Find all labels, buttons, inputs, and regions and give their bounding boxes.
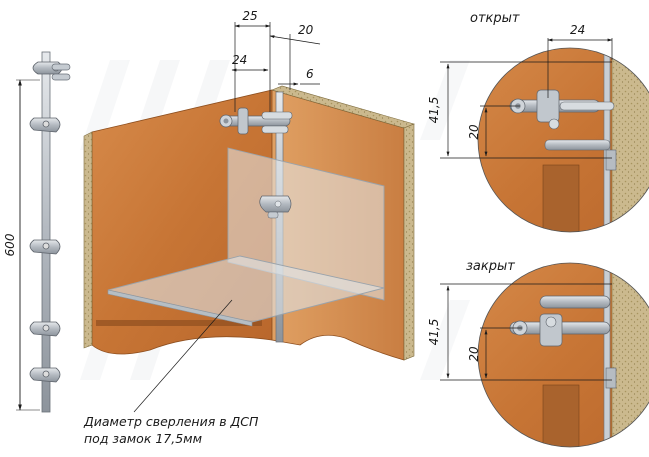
detail-closed: [477, 262, 649, 448]
caption-line-1: Диаметр сверления в ДСП: [83, 414, 259, 429]
rail-bar: [41, 51, 51, 413]
dim-25-label: 25: [242, 9, 257, 23]
open-20-label: 20: [467, 124, 481, 140]
detail-open-dims: [440, 38, 613, 159]
back-panel-edge: [83, 131, 93, 349]
rail-length-label: 600: [3, 233, 17, 256]
lock-top: [219, 107, 293, 135]
detail-closed-dims: [440, 283, 612, 381]
closed-20-label: 20: [467, 346, 481, 362]
open-415-label: 41,5: [427, 97, 441, 124]
dim-rail-length: 600: [3, 79, 40, 411]
state-closed-label: закрыт: [466, 259, 515, 274]
rail-assembly: [29, 51, 71, 413]
dim-6-label: 6: [306, 67, 314, 81]
caption-leader: [133, 299, 233, 413]
top-dimensions: [231, 22, 321, 112]
dim-24-label: 24: [232, 53, 247, 67]
caption-line-2: под замок 17,5мм: [84, 431, 202, 446]
closed-415-label: 41,5: [427, 319, 441, 346]
open-24-label: 24: [570, 23, 585, 37]
side-panel-front-edge: [403, 123, 415, 361]
detail-open: [477, 47, 649, 233]
bottom-groove: [96, 320, 262, 326]
lock-lower-bracket: [259, 195, 292, 219]
state-open-label: открыт: [470, 11, 520, 26]
cabinet-scene: [83, 85, 415, 361]
dim-20-label: 20: [298, 23, 314, 37]
